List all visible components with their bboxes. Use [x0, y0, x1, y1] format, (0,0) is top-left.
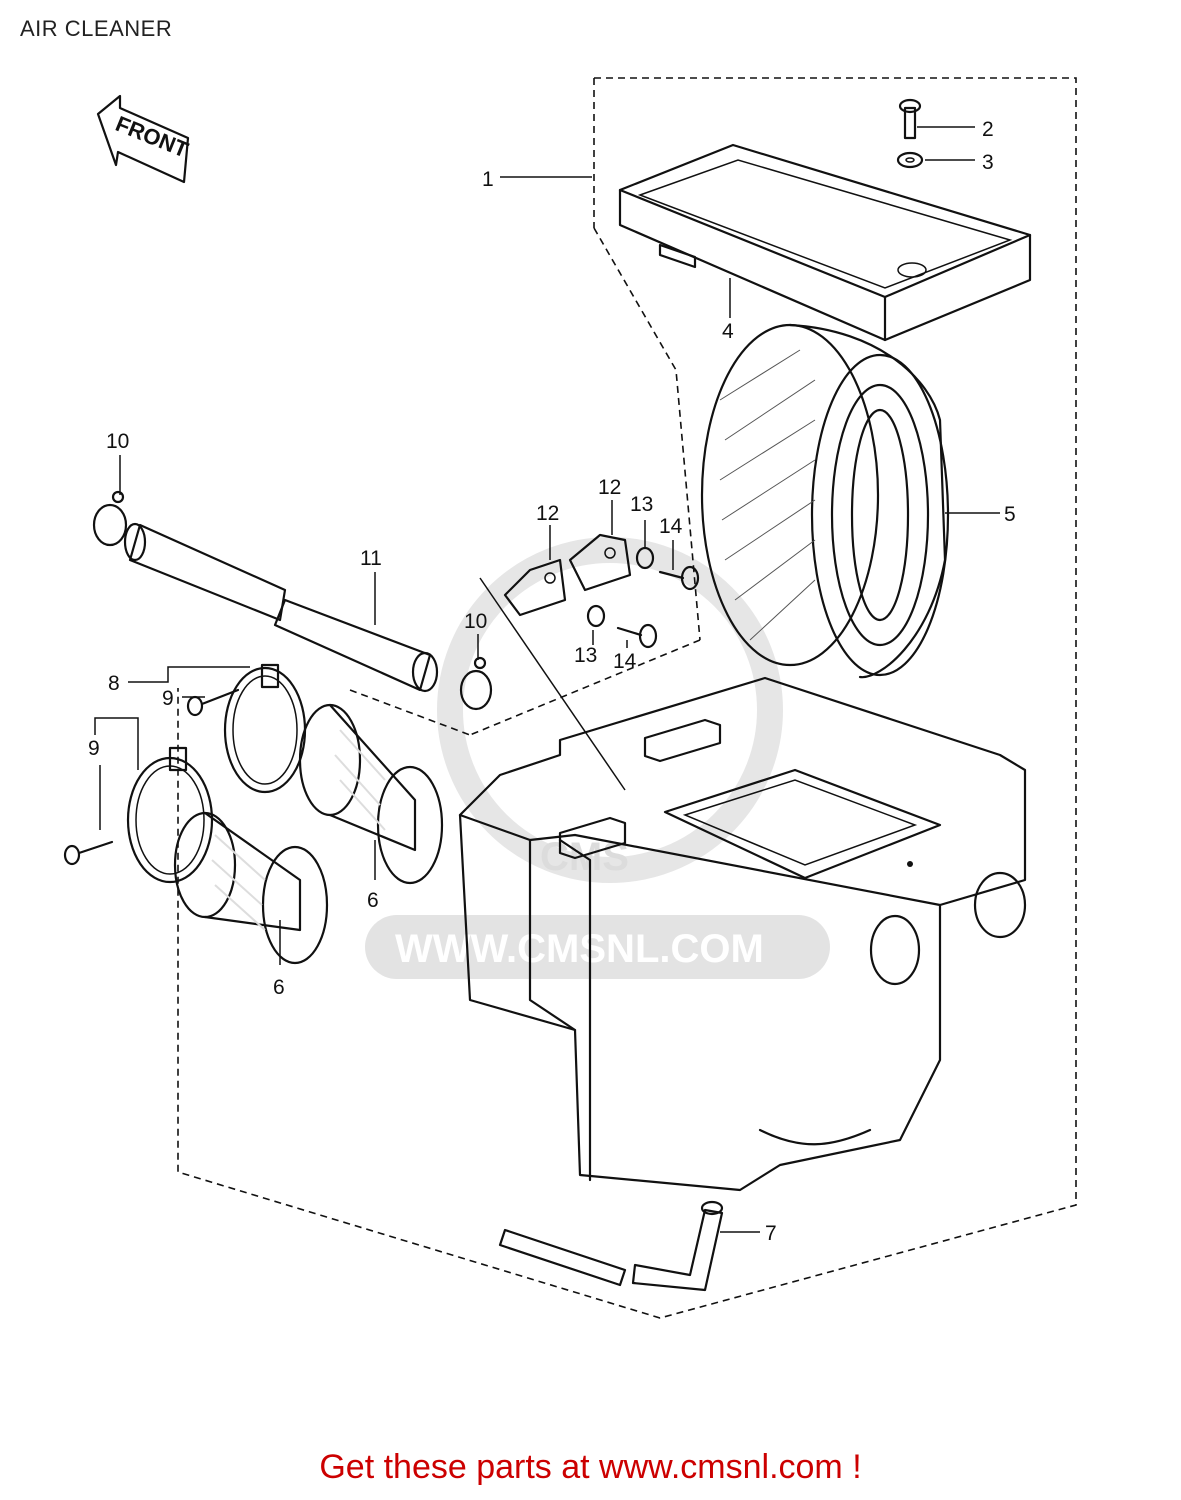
part-bracket-right [568, 533, 632, 592]
callout-9a: 9 [162, 687, 174, 710]
part-hose [123, 522, 439, 693]
callout-11: 11 [360, 547, 382, 570]
callout-4: 4 [722, 320, 734, 343]
part-drain-hose [498, 1200, 724, 1292]
assembly-outline [177, 77, 1077, 1319]
part-duct-upper [298, 703, 444, 885]
callout-10b: 10 [464, 610, 487, 633]
callout-3: 3 [982, 151, 994, 174]
part-screw-upper [186, 688, 240, 717]
guide-line [479, 577, 626, 791]
callout-13a: 13 [630, 493, 653, 516]
callout-5: 5 [1004, 503, 1016, 526]
part-clamp-upper [223, 663, 307, 794]
callout-14b: 14 [613, 650, 637, 673]
part-clip-upper [92, 490, 128, 547]
callout-12b: 12 [598, 476, 621, 499]
footer-link[interactable]: Get these parts at www.cmsnl.com ! [319, 1448, 862, 1486]
parts-diagram: CMS WWW.CMSNL.COM FRONT [63, 77, 1077, 1319]
part-bolt-left [616, 623, 658, 649]
callout-14a: 14 [659, 515, 683, 538]
part-filter-element [700, 323, 950, 679]
footer-banner: Get these parts at www.cmsnl.com ! [0, 1448, 1181, 1487]
part-clamp-lower [126, 746, 214, 884]
callout-1: 1 [482, 168, 494, 191]
part-bolt-right [658, 565, 700, 591]
part-cover [618, 143, 1032, 342]
part-housing [458, 676, 1027, 1192]
callout-2: 2 [982, 118, 994, 141]
part-duct-lower [173, 811, 329, 965]
front-arrow: FRONT [96, 94, 192, 184]
leader-lines [94, 126, 1000, 1233]
callout-8: 8 [108, 672, 120, 695]
callout-6b: 6 [273, 976, 285, 999]
part-clip-lower [459, 656, 493, 711]
part-screw-washer [896, 98, 924, 169]
callout-13b: 13 [574, 644, 597, 667]
callouts: 1 2 3 4 5 6 6 7 8 9 9 10 10 11 12 12 13 … [88, 118, 1016, 1245]
callout-7: 7 [765, 1222, 777, 1245]
part-screw-lower [63, 840, 114, 866]
callout-6a: 6 [367, 889, 379, 912]
watermark: CMS WWW.CMSNL.COM [365, 537, 830, 979]
callout-12a: 12 [536, 502, 559, 525]
page-title: AIR CLEANER [20, 16, 173, 41]
part-bracket-left [503, 558, 567, 617]
callout-9b: 9 [88, 737, 100, 760]
callout-10a: 10 [106, 430, 129, 453]
part-washer-left [586, 604, 606, 628]
watermark-url: WWW.CMSNL.COM [395, 927, 764, 971]
